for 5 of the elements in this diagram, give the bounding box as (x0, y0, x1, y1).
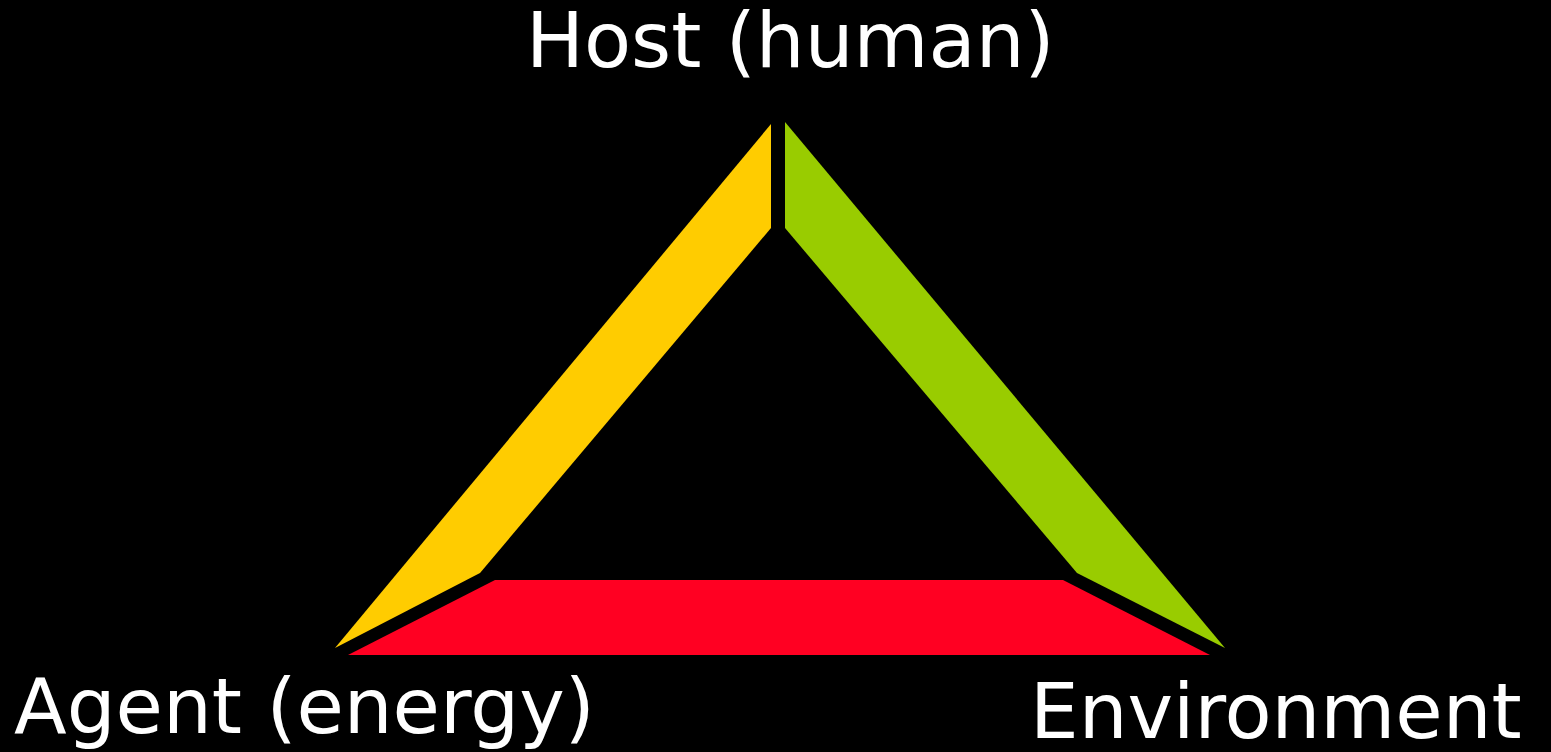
triangle-side (785, 122, 1225, 648)
triangle-side (335, 124, 771, 648)
vertex-label: Host (human) (526, 2, 1055, 79)
triangle-side (348, 580, 1210, 655)
vertex-label: Environment (1030, 673, 1522, 750)
